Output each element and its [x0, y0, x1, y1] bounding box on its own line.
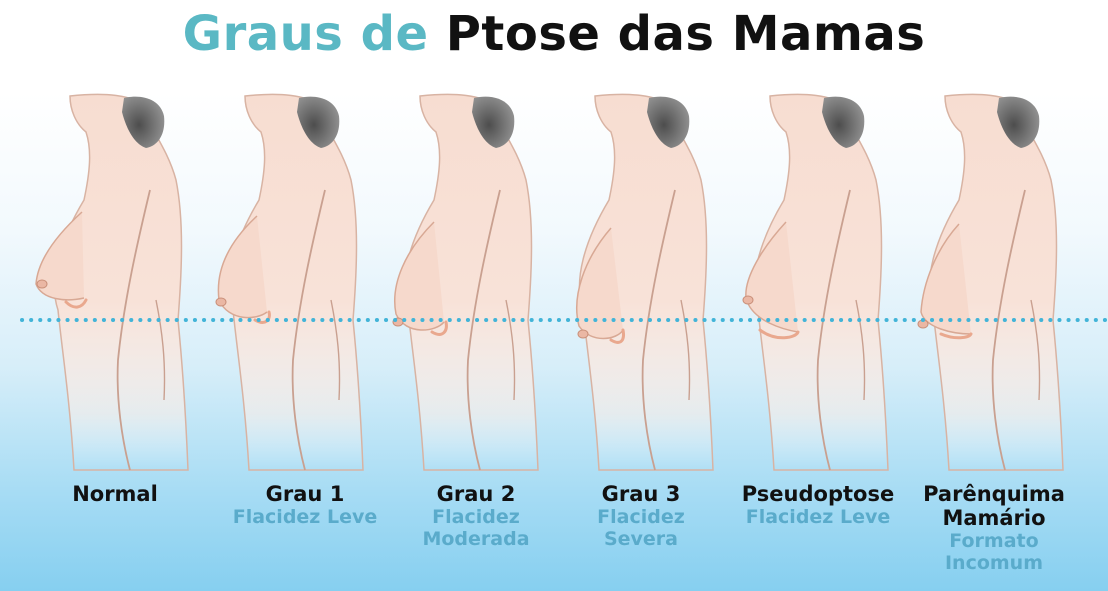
stage-name: Grau 2 — [405, 482, 547, 506]
stage-name: Grau 3 — [570, 482, 712, 506]
nipple — [743, 296, 753, 304]
stage-name: Grau 1 — [210, 482, 400, 506]
stage-description: Flacidez Severa — [570, 506, 712, 550]
label-normal: Normal — [48, 482, 182, 506]
label-grau-2: Grau 2 Flacidez Moderada — [405, 482, 547, 550]
nipple — [216, 298, 226, 306]
torso-figure — [216, 94, 363, 470]
torso-figure — [918, 94, 1063, 470]
nipple — [578, 330, 588, 338]
nipple — [37, 280, 47, 288]
torso-figure — [577, 94, 713, 470]
stage-description: Flacidez Moderada — [405, 506, 547, 550]
stage-description: Flacidez Leve — [210, 506, 400, 528]
stage-name: Parênquima Mamário — [910, 482, 1078, 530]
label-parenquima: Parênquima Mamário Formato Incomum — [910, 482, 1078, 574]
torso-figure — [743, 94, 888, 470]
stage-name: Pseudoptose — [726, 482, 910, 506]
stage-labels: Normal Grau 1 Flacidez Leve Grau 2 Flaci… — [0, 482, 1108, 591]
stage-name: Normal — [48, 482, 182, 506]
stage-description: Flacidez Leve — [726, 506, 910, 528]
torso-figure — [393, 94, 538, 470]
label-grau-1: Grau 1 Flacidez Leve — [210, 482, 400, 528]
label-grau-3: Grau 3 Flacidez Severa — [570, 482, 712, 550]
stage-description: Formato Incomum — [910, 530, 1078, 574]
torso-figure — [36, 94, 188, 470]
label-pseudoptose: Pseudoptose Flacidez Leve — [726, 482, 910, 528]
